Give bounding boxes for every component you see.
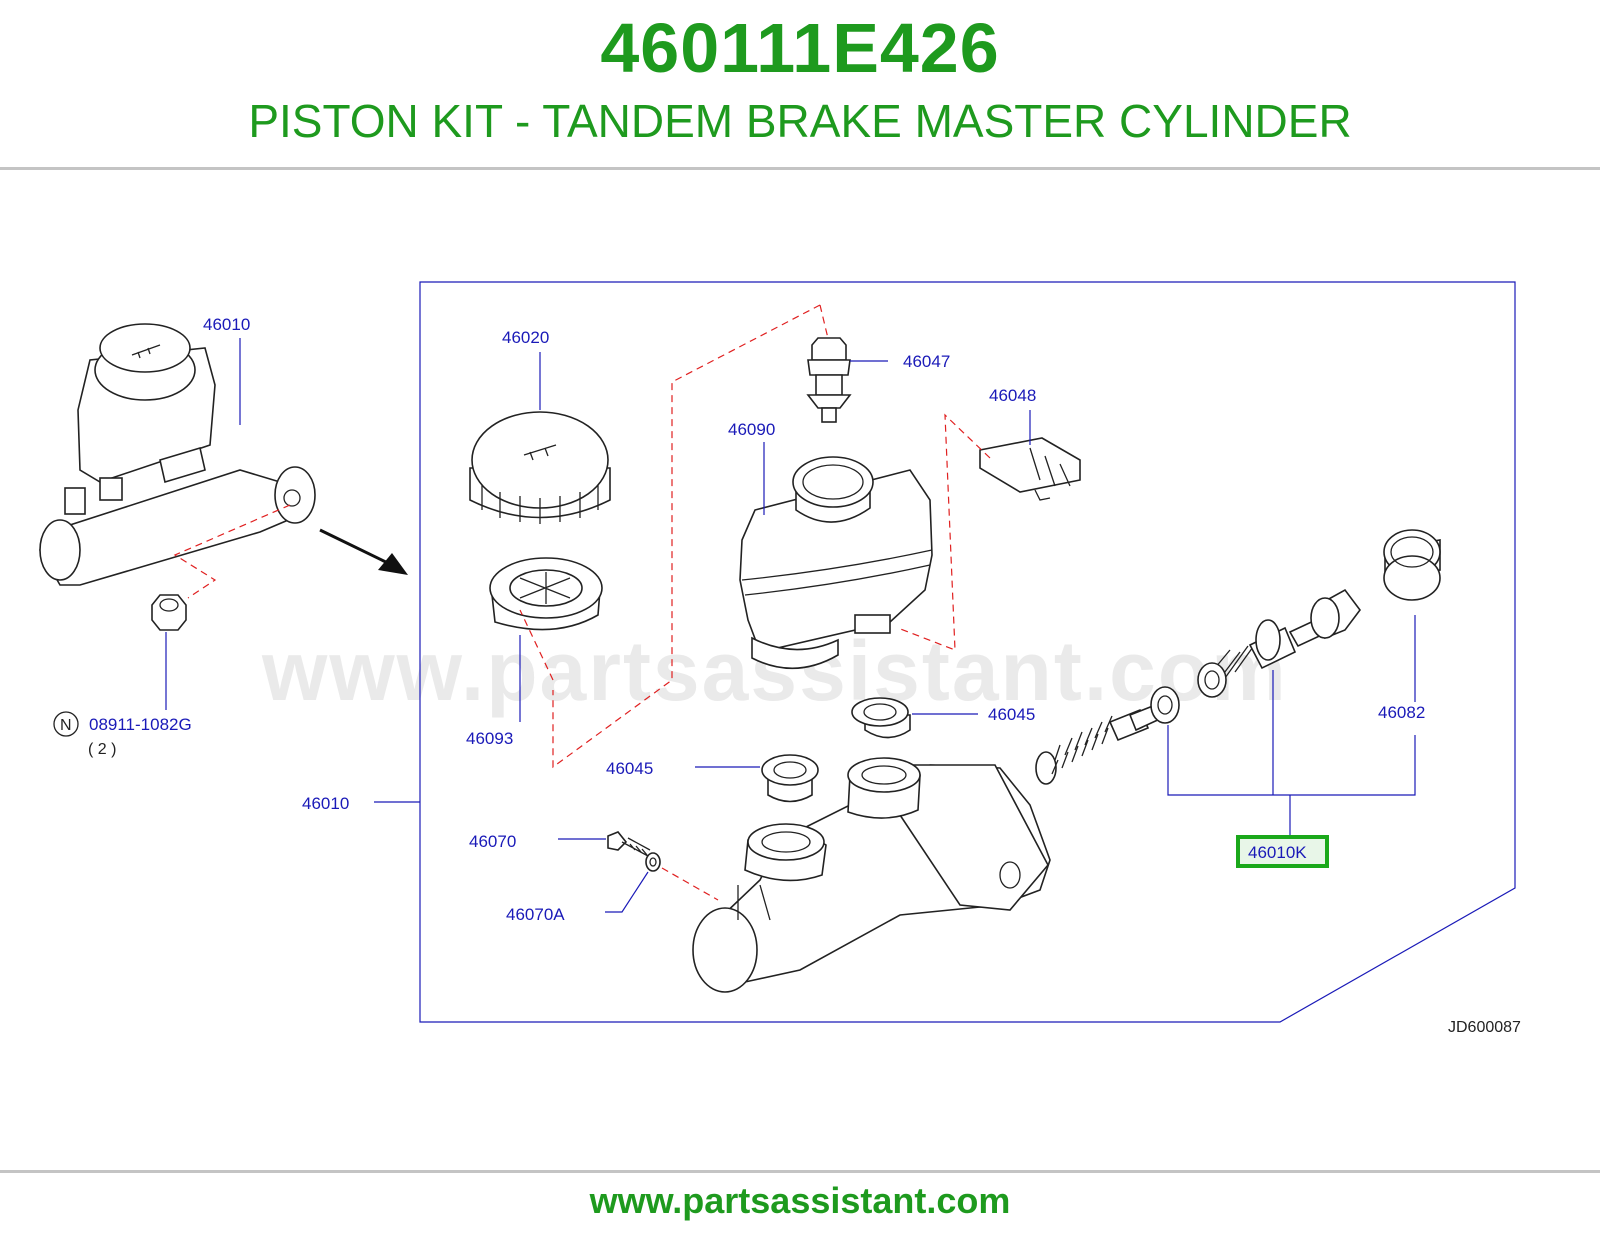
drawing-code: JD600087: [1448, 1019, 1521, 1036]
electrical-connector: [979, 437, 1081, 501]
bracket-piston-kit: [1167, 670, 1416, 835]
seal-ring: [1383, 529, 1441, 601]
label-46010K[interactable]: 46010K: [1248, 843, 1307, 862]
footer-url[interactable]: www.partsassistant.com: [589, 1180, 1011, 1221]
label-46045-lower: 46045: [606, 759, 653, 778]
label-46047: 46047: [903, 352, 950, 371]
n-marker: [53, 711, 79, 737]
part-number-heading: 460111E426: [600, 9, 1000, 87]
dash-washer-to-body: [661, 867, 719, 901]
label-46010-left: 46010: [203, 315, 250, 334]
piston-spring-small: [1035, 715, 1113, 785]
cylinder-bolt: [607, 831, 651, 857]
header-divider: [0, 167, 1600, 170]
overview-master-cylinder: [38, 323, 316, 586]
grommet-lower: [761, 754, 819, 803]
label-46070A: 46070A: [506, 905, 565, 924]
label-nut-quantity: ( 2 ): [88, 741, 116, 758]
direction-arrow: [319, 528, 408, 575]
brake-fluid-reservoir: [739, 456, 933, 670]
piston-kit-highlight[interactable]: [1236, 835, 1329, 868]
master-cylinder-body: [692, 757, 1051, 993]
label-46048: 46048: [989, 386, 1036, 405]
label-08911-1082G: 08911-1082G: [89, 715, 192, 734]
reservoir-cap: [469, 411, 611, 524]
label-46082: 46082: [1378, 703, 1425, 722]
label-46093: 46093: [466, 729, 513, 748]
label-46045-upper: 46045: [988, 705, 1035, 724]
bolt-washer: [645, 852, 661, 872]
dash-nut-to-body: [173, 504, 291, 599]
part-title: PISTON KIT - TANDEM BRAKE MASTER CYLINDE…: [248, 95, 1352, 147]
grommet-upper: [851, 697, 911, 739]
reservoir-bolt: [806, 337, 852, 423]
label-46020: 46020: [502, 328, 549, 347]
primary-piston: [1108, 686, 1180, 742]
piston-spring-large: [1197, 639, 1259, 698]
leader-46070A: [605, 871, 649, 913]
parts-diagram: www.partsassistant.com 46010 N 08911-108…: [38, 281, 1521, 1036]
n-marker-text: N: [60, 717, 72, 734]
flange-nut: [151, 594, 187, 631]
label-46070: 46070: [469, 832, 516, 851]
assembly-frame: [419, 281, 1516, 1023]
dash-connector: [897, 413, 991, 651]
reservoir-strainer: [489, 557, 603, 631]
footer-divider: [0, 1170, 1600, 1173]
label-46010-frame: 46010: [302, 794, 349, 813]
secondary-piston: [1248, 588, 1361, 670]
label-46090: 46090: [728, 420, 775, 439]
